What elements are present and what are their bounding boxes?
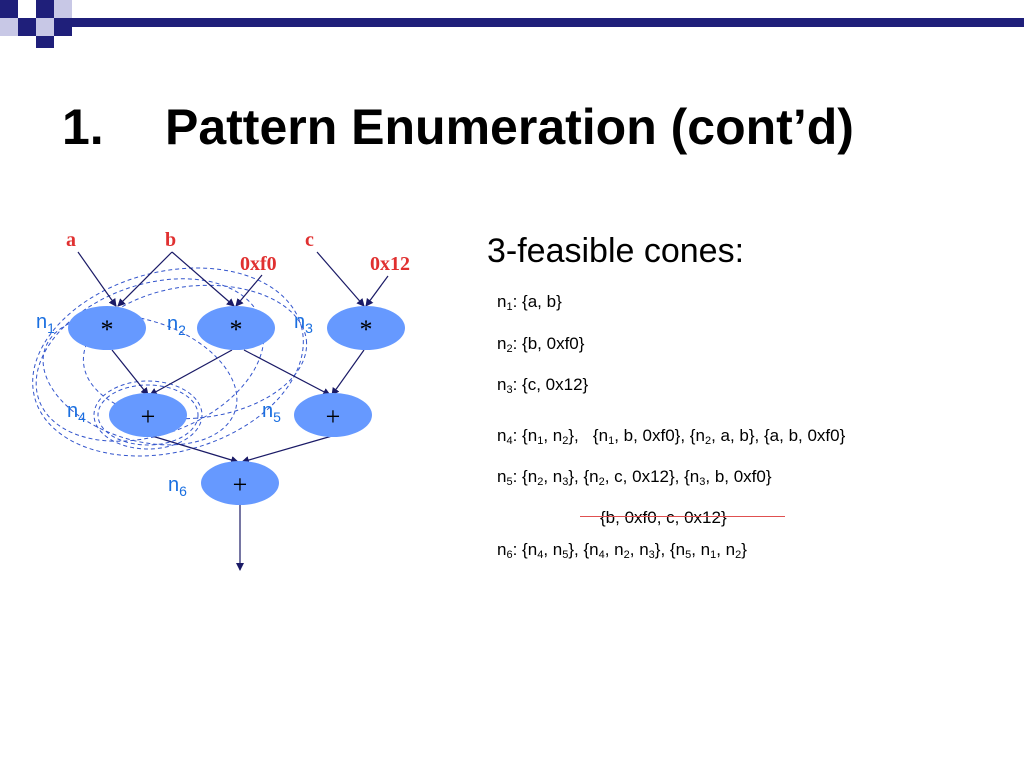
input-b-label: b [165, 229, 176, 251]
label-n6: n6 [168, 474, 187, 499]
node-n6-op: + [233, 470, 248, 499]
label-n1: n1 [36, 311, 55, 336]
const-0x12-label: 0x12 [370, 253, 410, 275]
node-n1-op: * [101, 315, 114, 344]
node-n4: + [109, 393, 187, 437]
input-a-label: a [66, 229, 76, 251]
strikethrough-line [580, 516, 785, 517]
node-n2-op: * [230, 315, 243, 344]
node-n5: + [294, 393, 372, 437]
node-n4-op: + [141, 402, 156, 431]
const-0xf0-label: 0xf0 [240, 253, 277, 275]
node-n5-op: + [326, 402, 341, 431]
title-text: Pattern Enumeration (cont’d) [165, 99, 854, 155]
node-n1: * [68, 306, 146, 350]
label-n3: n3 [294, 311, 313, 336]
node-n6: + [201, 461, 279, 505]
cone-line-n1: n1: {a, b} [497, 292, 562, 313]
title-number: 1. [62, 99, 104, 155]
cone-line-n5: n5: {n2, n3}, {n2, c, 0x12}, {n3, b, 0xf… [497, 467, 772, 488]
label-n5: n5 [262, 400, 281, 425]
edges [77, 251, 389, 571]
slide-title: 1. Pattern Enumeration (cont’d) [62, 98, 854, 156]
cone-line-n3: n3: {c, 0x12} [497, 375, 589, 396]
label-n4: n4 [67, 400, 86, 425]
cone-line-n6: n6: {n4, n5}, {n4, n2, n3}, {n5, n1, n2} [497, 540, 747, 561]
cone-n5-struck: {b, 0xf0, c, 0x12} [600, 508, 727, 527]
cone-line-n2: n2: {b, 0xf0} [497, 334, 585, 355]
node-n3-op: * [360, 315, 373, 344]
cone-line-n4: n4: {n1, n2}, {n1, b, 0xf0}, {n2, a, b},… [497, 426, 846, 447]
input-c-label: c [305, 229, 314, 251]
header-decoration [0, 0, 1024, 48]
node-n3: * [327, 306, 405, 350]
cones-heading: 3-feasible cones: [487, 232, 745, 270]
cone-outlines [32, 267, 308, 457]
label-n2: n2 [167, 313, 186, 338]
node-n2: * [197, 306, 275, 350]
